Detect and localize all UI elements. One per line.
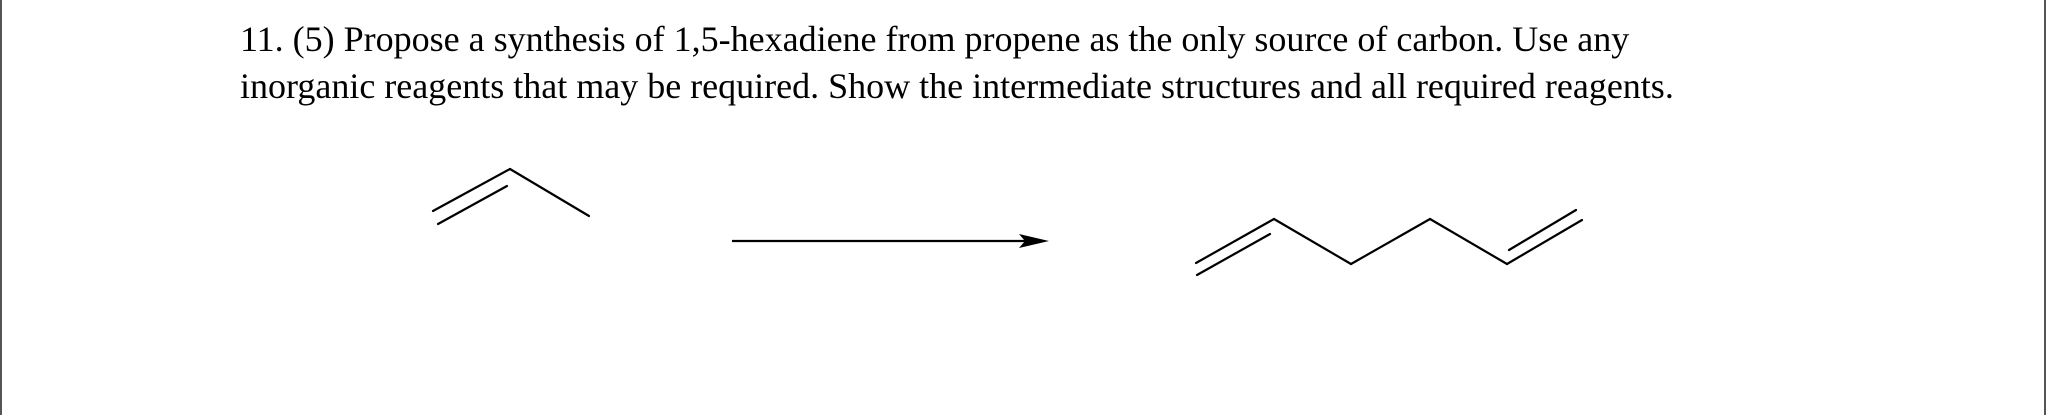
propene-double-bond-outer: [431, 167, 512, 213]
question-line-1: 11. (5) Propose a synthesis of 1,5-hexad…: [240, 19, 1630, 59]
question-line-2: inorganic reagents that may be required.…: [240, 66, 1674, 106]
hexadiene-bond-2: [1272, 217, 1353, 266]
hexadiene-structure: [1194, 208, 1584, 277]
hexadiene-bond-3: [1349, 217, 1432, 266]
question-text: 11. (5) Propose a synthesis of 1,5-hexad…: [240, 16, 1960, 110]
hexadiene-left-double-bond-inner: [1195, 232, 1272, 277]
hexadiene-left-double-bond-outer: [1194, 217, 1276, 265]
hexadiene-right-double-bond-outer: [1505, 218, 1584, 266]
propene-single-bond: [508, 167, 591, 218]
reaction-arrow-head: [1019, 234, 1049, 248]
propene-double-bond-inner: [436, 184, 509, 226]
propene-structure: [431, 167, 591, 226]
hexadiene-right-double-bond-inner: [1507, 208, 1578, 252]
hexadiene-bond-4: [1428, 217, 1509, 266]
reaction-arrow: [732, 234, 1049, 248]
